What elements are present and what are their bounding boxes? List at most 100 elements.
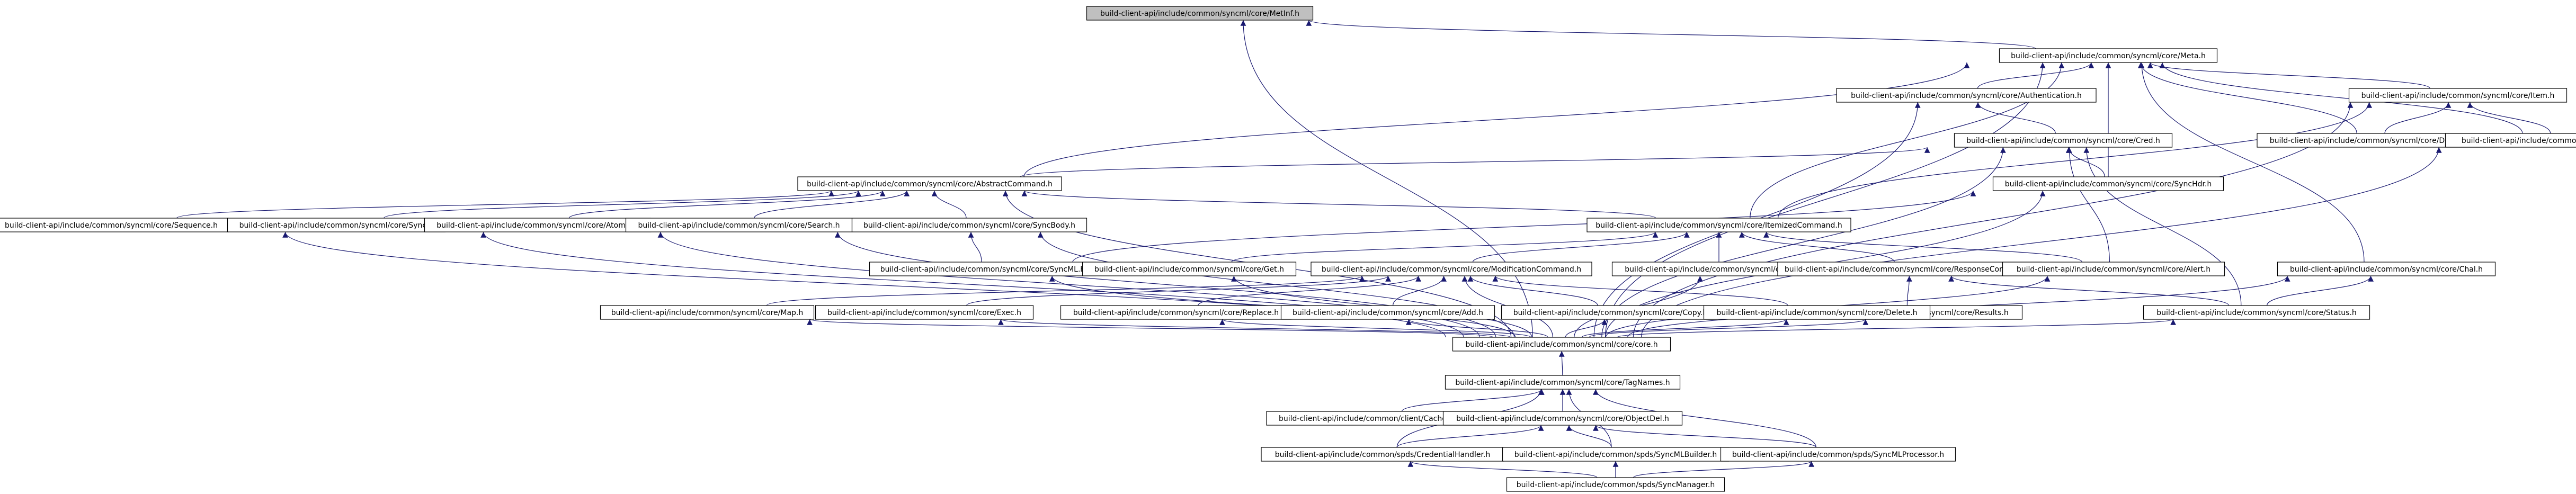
graph-node-tagnames[interactable]: build-client-api/include/common/syncml/c… [1445,375,1681,390]
graph-edge-exec-core [998,319,1511,338]
node-label: build-client-api/include/common/spds/Syn… [1732,451,1944,459]
graph-edge-cred-status [2083,147,2242,306]
graph-node-sync[interactable]: build-client-api/include/common/syncml/c… [227,218,446,232]
graph-edge-modcmd-exec [966,275,1391,306]
graph-edge-meta-filter [2159,62,2523,134]
graph-node-smlproc[interactable]: build-client-api/include/common/spds/Syn… [1720,447,1956,462]
node-label: build-client-api/include/common/syncml/c… [1465,340,1657,349]
graph-edge-meta-devinf [2137,62,2357,134]
graph-node-respcmd[interactable]: build-client-api/include/common/syncml/c… [1777,262,2042,276]
graph-edge-itemcmd-modcmd [1472,231,1690,263]
node-label: build-client-api/include/common/syncml/c… [2017,265,2210,274]
node-box [1082,262,1297,276]
graph-edge-objdel-credhandler [1396,425,1544,448]
node-box [1086,6,1314,21]
graph-edge-cred-alert [2066,147,2110,263]
node-label: build-client-api/include/common/syncml/c… [2156,309,2357,317]
graph-node-objdel[interactable]: build-client-api/include/common/syncml/c… [1442,411,1683,426]
graph-node-chal[interactable]: build-client-api/include/common/syncml/c… [2277,262,2496,276]
node-label: build-client-api/include/common/syncml/c… [2005,180,2212,188]
graph-node-delete[interactable]: build-client-api/include/common/syncml/c… [1703,305,1931,320]
graph-node-item[interactable]: build-client-api/include/common/syncml/c… [2348,88,2568,103]
graph-node-copy[interactable]: build-client-api/include/common/syncml/c… [1501,305,1720,320]
graph-node-auth[interactable]: build-client-api/include/common/syncml/c… [1836,88,2097,103]
graph-edge-meta-auth [1977,62,2094,89]
graph-node-metinf[interactable]: build-client-api/include/common/syncml/c… [1086,6,1314,21]
graph-edge-meta-item [2147,62,2430,89]
node-label: build-client-api/include/common/syncml/c… [1293,309,1483,317]
graph-node-syncml[interactable]: build-client-api/include/common/syncml/c… [869,262,1097,276]
graph-edge-search-core [835,231,1496,338]
node-label: build-client-api/include/common/syncml/c… [1455,379,1670,387]
graph-node-itemcmd[interactable]: build-client-api/include/common/syncml/c… [1586,218,1851,232]
graph-edge-metinf-core [1240,20,1533,338]
node-box [0,218,229,232]
node-box [1836,88,2097,103]
node-label: build-client-api/include/common/syncml/c… [2011,52,2206,60]
graph-node-add[interactable]: build-client-api/include/common/syncml/c… [1280,305,1495,320]
graph-node-seq[interactable]: build-client-api/include/common/syncml/c… [0,218,229,232]
graph-node-replace[interactable]: build-client-api/include/common/syncml/c… [1060,305,1292,320]
graph-edge-meta-chal [2138,62,2365,263]
graph-edge-results-core [1589,319,1868,338]
node-label: build-client-api/include/common/client/C… [1279,415,1497,423]
node-label: build-client-api/include/common/syncml/c… [436,221,639,230]
graph-edge-smlproc-syncmgr [1633,461,1814,478]
graph-node-meta[interactable]: build-client-api/include/common/syncml/c… [1999,48,2218,63]
graph-node-core[interactable]: build-client-api/include/common/syncml/c… [1452,337,1671,352]
node-label: build-client-api/include/common/syncml/c… [638,221,840,230]
graph-edge-cred-core [1601,147,2006,338]
graph-node-syncbody[interactable]: build-client-api/include/common/syncml/c… [851,218,1088,232]
node-label: build-client-api/include/common/syncml/c… [1100,10,1299,18]
graph-edge-abscmd-seq [176,190,834,219]
node-box [1954,133,2173,148]
graph-node-synchdr[interactable]: build-client-api/include/common/syncml/c… [1992,176,2224,191]
graph-edge-meta-abscmd [1023,62,1970,177]
node-label: build-client-api/include/common/spds/Syn… [1514,451,1717,459]
node-label: build-client-api/include/common/syncml/c… [863,221,1075,230]
node-label: build-client-api/include/common/syncml/c… [1456,415,1669,423]
node-box [815,305,1034,320]
graph-edge-respcmd-status [1948,275,2230,306]
node-box [600,305,815,320]
graph-node-exec[interactable]: build-client-api/include/common/syncml/c… [815,305,1034,320]
node-label: build-client-api/include/common/syncml/c… [1785,265,2035,274]
graph-node-status[interactable]: build-client-api/include/common/syncml/c… [2143,305,2370,320]
graph-edge-abscmd-atomic [568,190,886,219]
node-label: build-client-api/include/common/syncml/c… [827,309,1021,317]
node-box [1586,218,1851,232]
graph-edge-tagnames-smlproc [1593,389,1816,448]
graph-node-search[interactable]: build-client-api/include/common/syncml/c… [625,218,853,232]
node-box [227,218,446,232]
node-box [1720,447,1956,462]
node-box [1261,447,1504,462]
graph-edge-item-filter [2467,102,2551,134]
node-box [1442,411,1683,426]
node-box [1311,262,1592,276]
graph-node-modcmd[interactable]: build-client-api/include/common/syncml/c… [1311,262,1592,276]
graph-edge-modcmd-delete [1492,275,1788,306]
node-box [2277,262,2496,276]
graph-node-syncmgr[interactable]: build-client-api/include/common/spds/Syn… [1506,477,1725,492]
graph-edge-abscmd-itemcmd [1021,190,1656,219]
graph-node-alert[interactable]: build-client-api/include/common/syncml/c… [2002,262,2225,276]
graph-edge-modcmd-copy [1467,275,1598,306]
graph-node-abscmd[interactable]: build-client-api/include/common/syncml/c… [797,176,1062,191]
node-box [2143,305,2370,320]
node-box [1506,477,1725,492]
graph-edge-replace-core [1219,319,1531,338]
graph-edge-add-core [1406,319,1548,338]
node-box [2002,262,2225,276]
graph-edge-itemcmd-respcmd [1739,231,1895,263]
graph-node-atomic[interactable]: build-client-api/include/common/syncml/c… [424,218,652,232]
graph-node-get[interactable]: build-client-api/include/common/syncml/c… [1082,262,1297,276]
graph-edge-modcmd-add [1393,275,1447,306]
node-label: build-client-api/include/common/spds/Syn… [1517,481,1715,489]
graph-node-smlbuilder[interactable]: build-client-api/include/common/spds/Syn… [1502,447,1730,462]
graph-edge-map-core [807,319,1494,338]
graph-node-cred[interactable]: build-client-api/include/common/syncml/c… [1954,133,2173,148]
graph-node-credhandler[interactable]: build-client-api/include/common/spds/Cre… [1261,447,1504,462]
graph-node-map[interactable]: build-client-api/include/common/syncml/c… [600,305,815,320]
graph-edge-meta-core [1605,62,2046,338]
graph-node-filter[interactable]: build-client-api/include/common/syncml/c… [2445,133,2576,148]
